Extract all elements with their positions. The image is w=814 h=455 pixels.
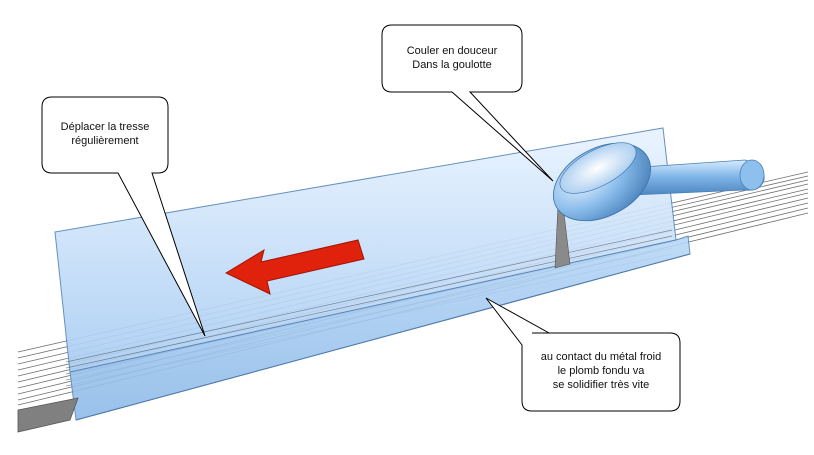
channel-front-lip <box>69 235 691 421</box>
callout-contact-text: au contact du métal froid le plomb fondu… <box>540 351 662 391</box>
solidified-lead <box>17 397 79 433</box>
channel-bottom-edge <box>75 253 691 421</box>
ladle-handle-tip <box>739 159 765 191</box>
direction-arrow <box>224 239 365 295</box>
callout-move <box>41 96 206 337</box>
ladle-bowl-inner <box>559 142 637 194</box>
callout-move-text: Déplacer la tresse régulièrement <box>60 121 150 147</box>
callout-pour-text: Couler en douceur Dans la goulotte <box>406 45 498 71</box>
callout-pour <box>381 24 554 182</box>
callout-contact <box>485 297 681 412</box>
